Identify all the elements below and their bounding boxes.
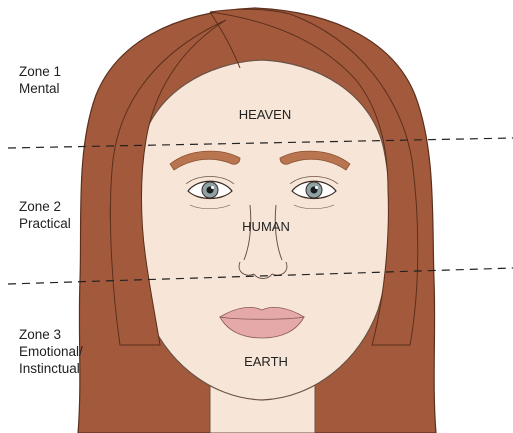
earth-label: EARTH [244, 353, 288, 370]
zone-3-label: Zone 3 Emotional/ Instinctual [19, 326, 114, 377]
heaven-label: HEAVEN [239, 106, 292, 123]
human-label: HUMAN [242, 218, 290, 235]
zone-3-description: Emotional/ Instinctual [19, 343, 114, 377]
zone-3-name: Zone 3 [19, 326, 114, 343]
zone-2-name: Zone 2 [19, 198, 71, 215]
zone-2-label: Zone 2 Practical [19, 198, 71, 232]
zone-1-name: Zone 1 [19, 63, 61, 80]
zone-1-description: Mental [19, 80, 61, 97]
zone-1-label: Zone 1 Mental [19, 63, 61, 97]
zone-2-description: Practical [19, 215, 71, 232]
